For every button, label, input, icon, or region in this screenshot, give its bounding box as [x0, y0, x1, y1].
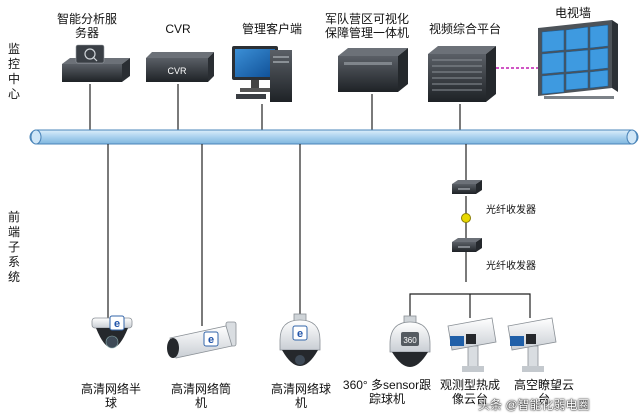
tracking-ptz-label: 360° 多sensor跟踪球机: [342, 378, 432, 406]
front-links: [107, 144, 531, 326]
bullet-camera-icon: e: [167, 321, 237, 359]
visual-unit-label: 军队营区可视化保障管理一体机: [324, 12, 409, 40]
thermal-ptz-label: 观测型热成像云台: [439, 378, 500, 406]
top-links: [89, 84, 461, 130]
pc-icon: [232, 46, 292, 102]
high-view-ptz-icon: [507, 317, 557, 372]
svg-text:e: e: [114, 318, 120, 330]
speed-dome-label: 高清网络球机: [270, 382, 331, 410]
thermal-ptz-icon: [447, 317, 497, 372]
backbone-end-right: [626, 129, 638, 145]
tv-wall-icon: [538, 20, 618, 99]
video-platform-label: 视频综合平台: [428, 22, 501, 36]
fiber-transceiver-lower-icon: [452, 238, 482, 252]
analysis-server-label: 智能分析服务器: [56, 12, 117, 40]
high-view-ptz-label: 高空瞭望云台: [513, 378, 574, 406]
backbone-end-left: [30, 129, 42, 145]
management-client-label: 管理客户端: [241, 22, 302, 36]
front-subsystem-label: 前端子系统: [7, 210, 20, 284]
video-platform-icon: [428, 46, 496, 102]
svg-text:e: e: [297, 328, 303, 340]
tracking-ptz-icon: 360: [389, 315, 431, 367]
ptz-360-badge: 360: [403, 336, 417, 345]
fiber-transceiver-upper-icon: [452, 180, 482, 194]
tv-wall-label: 电视墙: [554, 6, 591, 20]
network-backbone: [29, 129, 639, 145]
watermark: 头条 @智能化弱电圈: [478, 398, 590, 412]
svg-text:e: e: [208, 334, 214, 346]
cvr-label: CVR: [165, 22, 191, 36]
fiber-transceiver-upper-label: 光纤收发器: [486, 205, 536, 216]
bullet-camera-label: 高清网络筒机: [170, 382, 231, 410]
dome-camera-label: 高清网络半球: [80, 382, 141, 410]
cvr-badge: CVR: [167, 66, 187, 76]
cvr-device-icon: CVR: [146, 52, 214, 82]
dome-camera-icon: e: [91, 315, 133, 349]
fiber-coupler-dot: [461, 213, 471, 223]
speed-dome-icon: e: [279, 313, 321, 366]
monitoring-center-label: 监控中心: [7, 42, 20, 101]
analysis-server-icon: [62, 44, 130, 82]
visual-unit-icon: [338, 48, 408, 92]
fiber-transceiver-lower-label: 光纤收发器: [486, 261, 536, 272]
